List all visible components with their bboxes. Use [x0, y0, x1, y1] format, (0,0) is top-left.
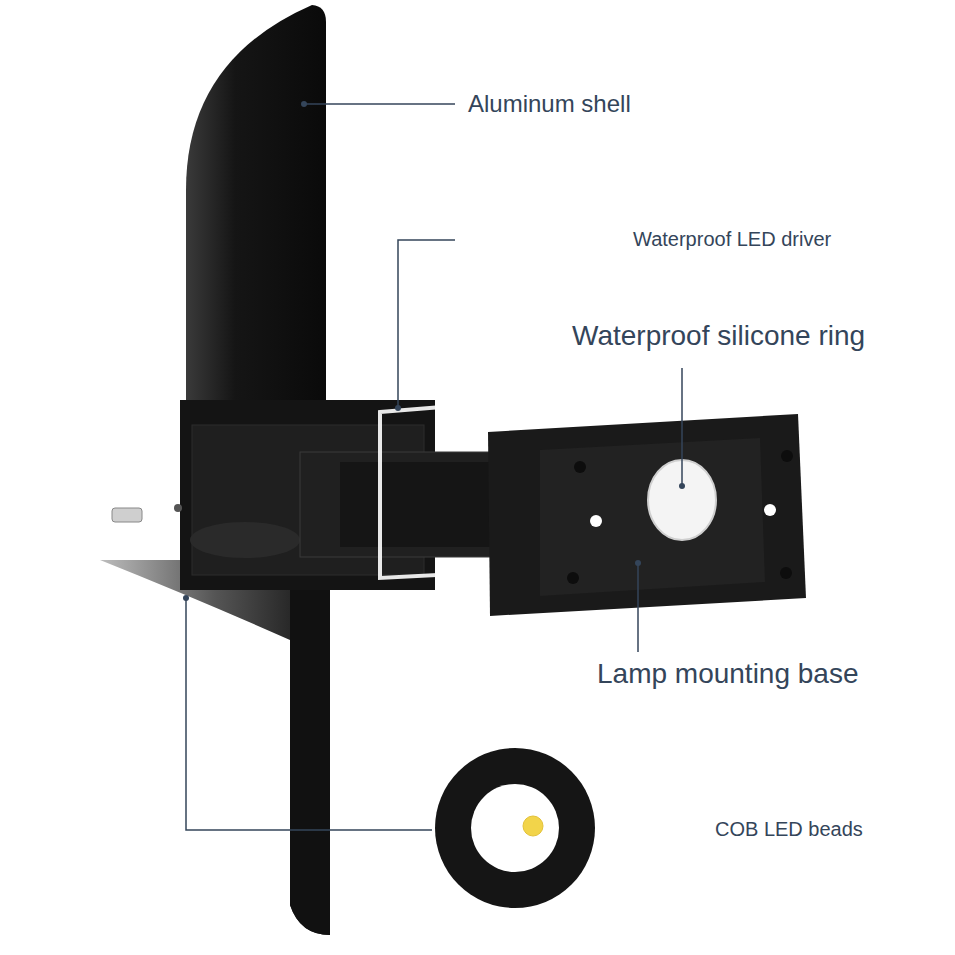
part-label: Waterproof silicone ring — [572, 320, 865, 352]
cob-housing — [435, 748, 595, 908]
screw — [112, 504, 182, 522]
led-driver — [300, 452, 505, 557]
mounting-base-face — [540, 438, 765, 596]
lower-fin — [290, 585, 330, 935]
part-label: Waterproof LED driver — [633, 228, 831, 251]
upper-shell — [186, 5, 326, 410]
part-label: Lamp mounting base — [597, 658, 859, 690]
led-driver-face — [340, 462, 490, 547]
part-label: Aluminum shell — [468, 90, 631, 118]
body-disc — [190, 522, 300, 558]
part-label: COB LED beads — [715, 818, 863, 841]
leader-lines — [186, 104, 682, 830]
mounting-base — [488, 414, 806, 616]
lower-shell — [100, 560, 330, 935]
